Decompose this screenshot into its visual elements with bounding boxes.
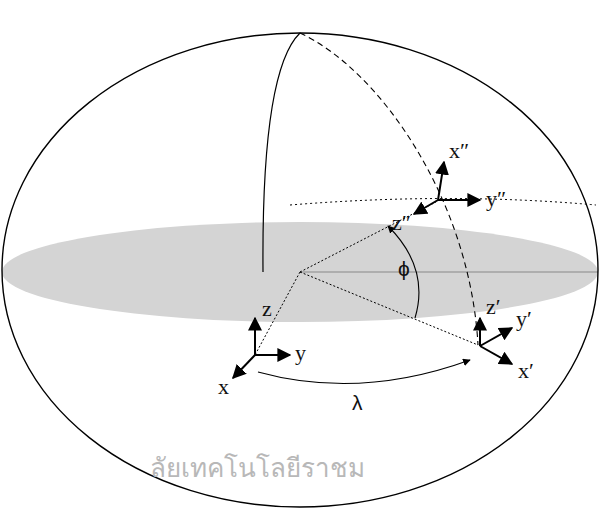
axis-label: x [218,376,229,398]
axis-label: z′ [486,296,501,318]
equator-frame [480,318,512,364]
angle-label: λ [352,392,363,413]
phi-arc [388,226,419,318]
meridian [263,33,300,272]
axis-label: y [295,342,306,364]
plane-edge [300,272,598,273]
radius-equator [300,272,478,345]
axis-label: x″ [449,140,469,162]
axis-label: z [262,298,272,320]
axis-label: x′ [518,360,534,382]
lambda-arc [258,360,470,384]
axis-label: y′ [516,308,532,330]
origin-frame [233,318,290,378]
angle-label: ϕ [398,258,410,279]
axis-label: z″ [392,212,411,234]
watermark: ลัยเทคโนโลยีราชม [150,455,365,481]
point-frame [414,162,480,214]
radius-origin [255,272,300,355]
axis-label: y″ [486,188,506,210]
latitude-parallel [290,199,596,206]
ellipsoid-outline [2,33,598,507]
meridian-dashed [300,33,478,345]
